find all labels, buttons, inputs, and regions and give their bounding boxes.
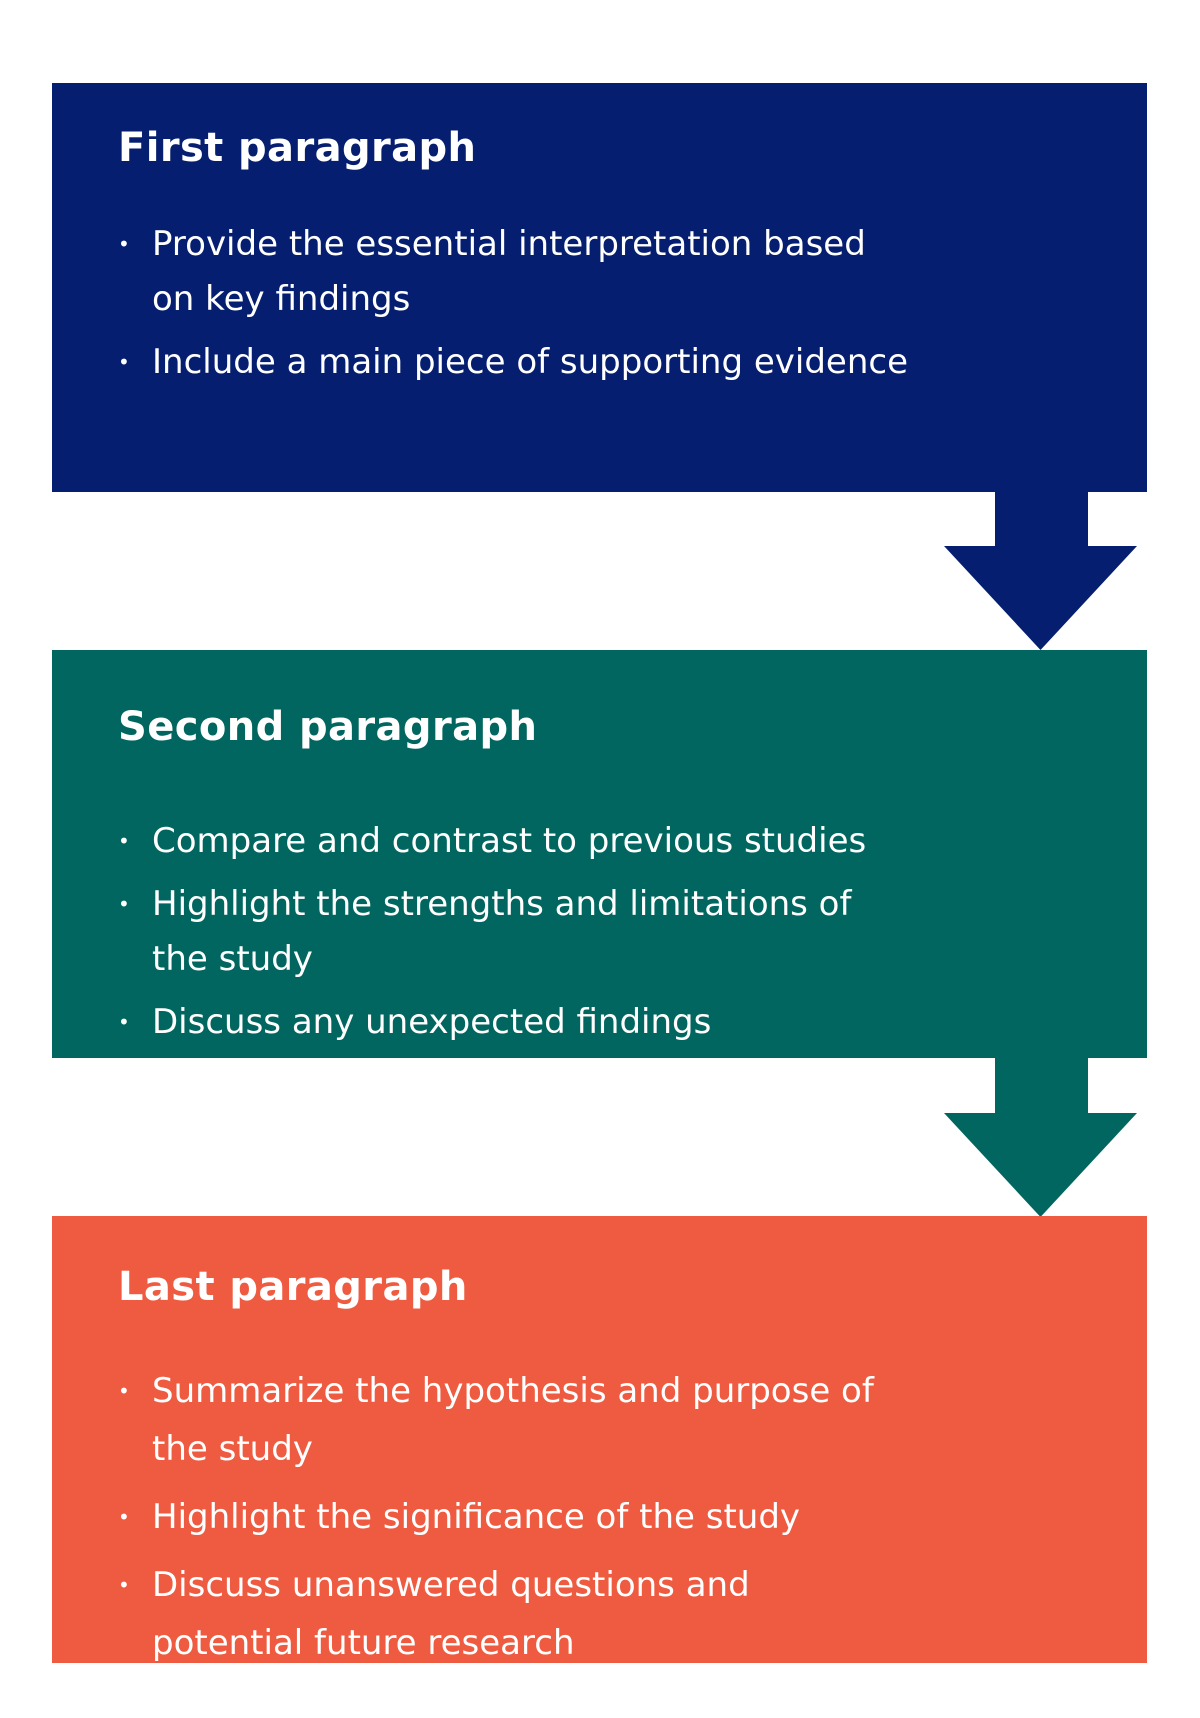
bullet-text: Highlight the significance of the study bbox=[152, 1497, 801, 1537]
block-first-title: First paragraph bbox=[118, 125, 477, 171]
bullet-text: Highlight the strengths and limitations … bbox=[152, 884, 852, 979]
bullet-dot-icon: • bbox=[118, 1505, 130, 1529]
block-last-paragraph: Last paragraph • Summarize the hypothesi… bbox=[52, 1216, 1147, 1663]
bullet-text: Include a main piece of supporting evide… bbox=[152, 342, 908, 382]
bullet-dot-icon: • bbox=[118, 1573, 130, 1597]
block-second-title: Second paragraph bbox=[118, 704, 538, 750]
block-second-paragraph: Second paragraph • Compare and contrast … bbox=[52, 650, 1147, 1058]
bullet-item: • Highlight the significance of the stud… bbox=[118, 1488, 1087, 1546]
bullet-item: • Compare and contrast to previous studi… bbox=[118, 814, 1087, 869]
bullet-item: • Summarize the hypothesis and purpose o… bbox=[118, 1362, 1087, 1478]
block-last-bullet-list: • Summarize the hypothesis and purpose o… bbox=[118, 1362, 1087, 1672]
down-arrow-second-to-last-icon bbox=[944, 1058, 1137, 1217]
bullet-text: Compare and contrast to previous studies bbox=[152, 821, 867, 861]
bullet-dot-icon: • bbox=[118, 1010, 130, 1034]
bullet-text: Discuss unanswered questions and potenti… bbox=[152, 1565, 750, 1663]
bullet-dot-icon: • bbox=[118, 350, 130, 374]
bullet-item: • Include a main piece of supporting evi… bbox=[118, 335, 1087, 390]
bullet-text: Discuss any unexpected findings bbox=[152, 1002, 712, 1042]
block-last-title: Last paragraph bbox=[118, 1264, 468, 1310]
block-second-bullet-list: • Compare and contrast to previous studi… bbox=[118, 814, 1087, 1050]
bullet-item: • Discuss unanswered questions and poten… bbox=[118, 1556, 1087, 1672]
bullet-item: • Discuss any unexpected findings bbox=[118, 995, 1087, 1050]
bullet-dot-icon: • bbox=[118, 1379, 130, 1403]
down-arrow-first-to-second-icon bbox=[944, 491, 1137, 650]
bullet-item: • Highlight the strengths and limitation… bbox=[118, 877, 1087, 987]
block-first-paragraph: First paragraph • Provide the essential … bbox=[52, 83, 1147, 492]
bullet-dot-icon: • bbox=[118, 232, 130, 256]
bullet-item: • Provide the essential interpretation b… bbox=[118, 217, 1087, 327]
bullet-dot-icon: • bbox=[118, 829, 130, 853]
bullet-text: Provide the essential interpretation bas… bbox=[152, 224, 866, 319]
bullet-dot-icon: • bbox=[118, 892, 130, 916]
block-first-bullet-list: • Provide the essential interpretation b… bbox=[118, 217, 1087, 390]
bullet-text: Summarize the hypothesis and purpose of … bbox=[152, 1371, 874, 1469]
